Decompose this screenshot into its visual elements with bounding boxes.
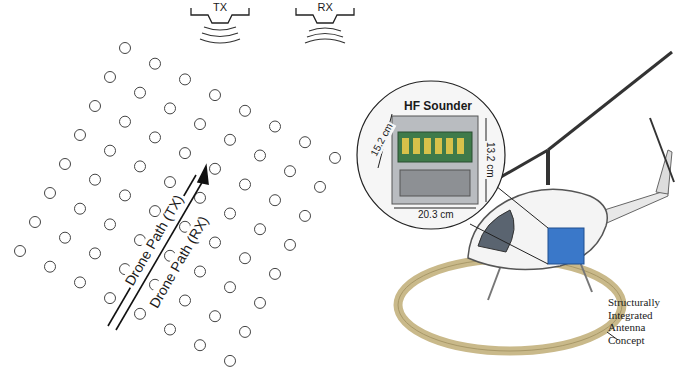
receiver-circle: [105, 145, 116, 156]
antenna-callout: Structurally Integrated Antenna Concept: [608, 296, 678, 347]
receiver-circle: [240, 326, 251, 337]
receiver-circle: [300, 137, 311, 148]
antenna-label: TX: [213, 1, 227, 14]
receiver-circle: [240, 105, 251, 116]
connector: [457, 138, 464, 154]
receiver-circle: [195, 266, 206, 277]
receiver-circle: [225, 355, 236, 366]
blade: [548, 52, 672, 150]
inset-leader: [470, 186, 618, 340]
receiver-circle: [105, 72, 116, 83]
receiver-circle: [225, 208, 236, 219]
sounder-photo: [392, 116, 478, 204]
wave: [307, 34, 343, 38]
receiver-circle: [300, 210, 311, 221]
receiver-circle: [135, 161, 146, 172]
receiver-circle: [15, 246, 26, 257]
leader: [470, 224, 548, 264]
arrow-head: [198, 166, 208, 184]
receiver-circle: [75, 130, 86, 141]
sounder-box: [548, 228, 584, 264]
receiver-circle: [60, 232, 71, 243]
receiver-circle: [225, 134, 236, 145]
receiver-circle: [90, 101, 101, 112]
receiver-circle: [165, 103, 176, 114]
leg: [580, 262, 592, 292]
antenna-ring: [398, 259, 622, 351]
receiver-circle: [240, 179, 251, 190]
inset-circle: [357, 81, 505, 229]
receiver-circle: [225, 282, 236, 293]
antenna-node: TX: [188, 0, 252, 26]
mast: [546, 150, 550, 185]
wave: [200, 39, 240, 43]
leg: [488, 268, 500, 300]
receiver-circle: [75, 203, 86, 214]
receiver-circle: [165, 177, 176, 188]
receiver-circle: [210, 311, 221, 322]
receiver-circle: [315, 181, 326, 192]
receiver-circle: [30, 217, 41, 228]
receiver-circle: [165, 324, 176, 335]
receiver-circle: [255, 224, 266, 235]
connector: [424, 138, 431, 154]
receiver-circle: [270, 268, 281, 279]
receiver-circle: [120, 43, 131, 54]
dimension-label: 20.3 cm: [417, 209, 455, 221]
receiver-circle: [210, 90, 221, 101]
receiver-circle: [120, 190, 131, 201]
antenna-ring-edge: [398, 259, 622, 351]
tail-rotor: [650, 118, 674, 182]
antenna-node: RX: [293, 0, 357, 26]
tail-boom: [598, 190, 668, 226]
wave: [309, 28, 341, 31]
receiver-circle: [45, 261, 56, 272]
receiver-circle: [240, 253, 251, 264]
sounder-inset: HF Sounder15.2 cm13.2 cm20.3 cm: [356, 80, 506, 230]
receiver-circle: [330, 152, 341, 163]
receiver-circle: [270, 195, 281, 206]
receiver-circle: [180, 74, 191, 85]
receiver-circle: [45, 188, 56, 199]
connector: [402, 138, 409, 154]
receiver-circle: [135, 87, 146, 98]
receiver-circle: [255, 297, 266, 308]
connector: [413, 138, 420, 154]
wave: [305, 39, 345, 43]
receiver-circle: [105, 293, 116, 304]
tail: [598, 118, 674, 226]
receiver-circle: [90, 248, 101, 259]
receiver-circle: [90, 174, 101, 185]
receiver-circle: [285, 166, 296, 177]
receiver-circle: [195, 340, 206, 351]
leader: [496, 186, 548, 228]
receiver-circle: [210, 237, 221, 248]
dimension-label: 13.2 cm: [484, 141, 496, 179]
receiver-circle: [180, 148, 191, 159]
connector: [446, 138, 453, 154]
connector: [435, 138, 442, 154]
receiver-circle: [210, 163, 221, 174]
receiver-circle: [75, 277, 86, 288]
receiver-circle: [60, 159, 71, 170]
receiver-circle: [105, 219, 116, 230]
receiver-circle: [195, 119, 206, 130]
antenna-label: RX: [318, 1, 333, 14]
wave: [202, 33, 238, 37]
enclosure-panel: [400, 170, 470, 196]
receiver-circle: [120, 116, 131, 127]
receiver-circle: [180, 295, 191, 306]
inset-title: HF Sounder: [404, 100, 472, 114]
circuit-board: [398, 132, 472, 162]
receiver-circle: [270, 121, 281, 132]
receiver-circle: [135, 308, 146, 319]
wave: [204, 27, 236, 30]
signal-waves: [200, 27, 345, 43]
receiver-circle: [150, 58, 161, 69]
receiver-circle: [255, 150, 266, 161]
receiver-grid: [15, 43, 341, 367]
receiver-circle: [150, 132, 161, 143]
receiver-circle: [285, 239, 296, 250]
